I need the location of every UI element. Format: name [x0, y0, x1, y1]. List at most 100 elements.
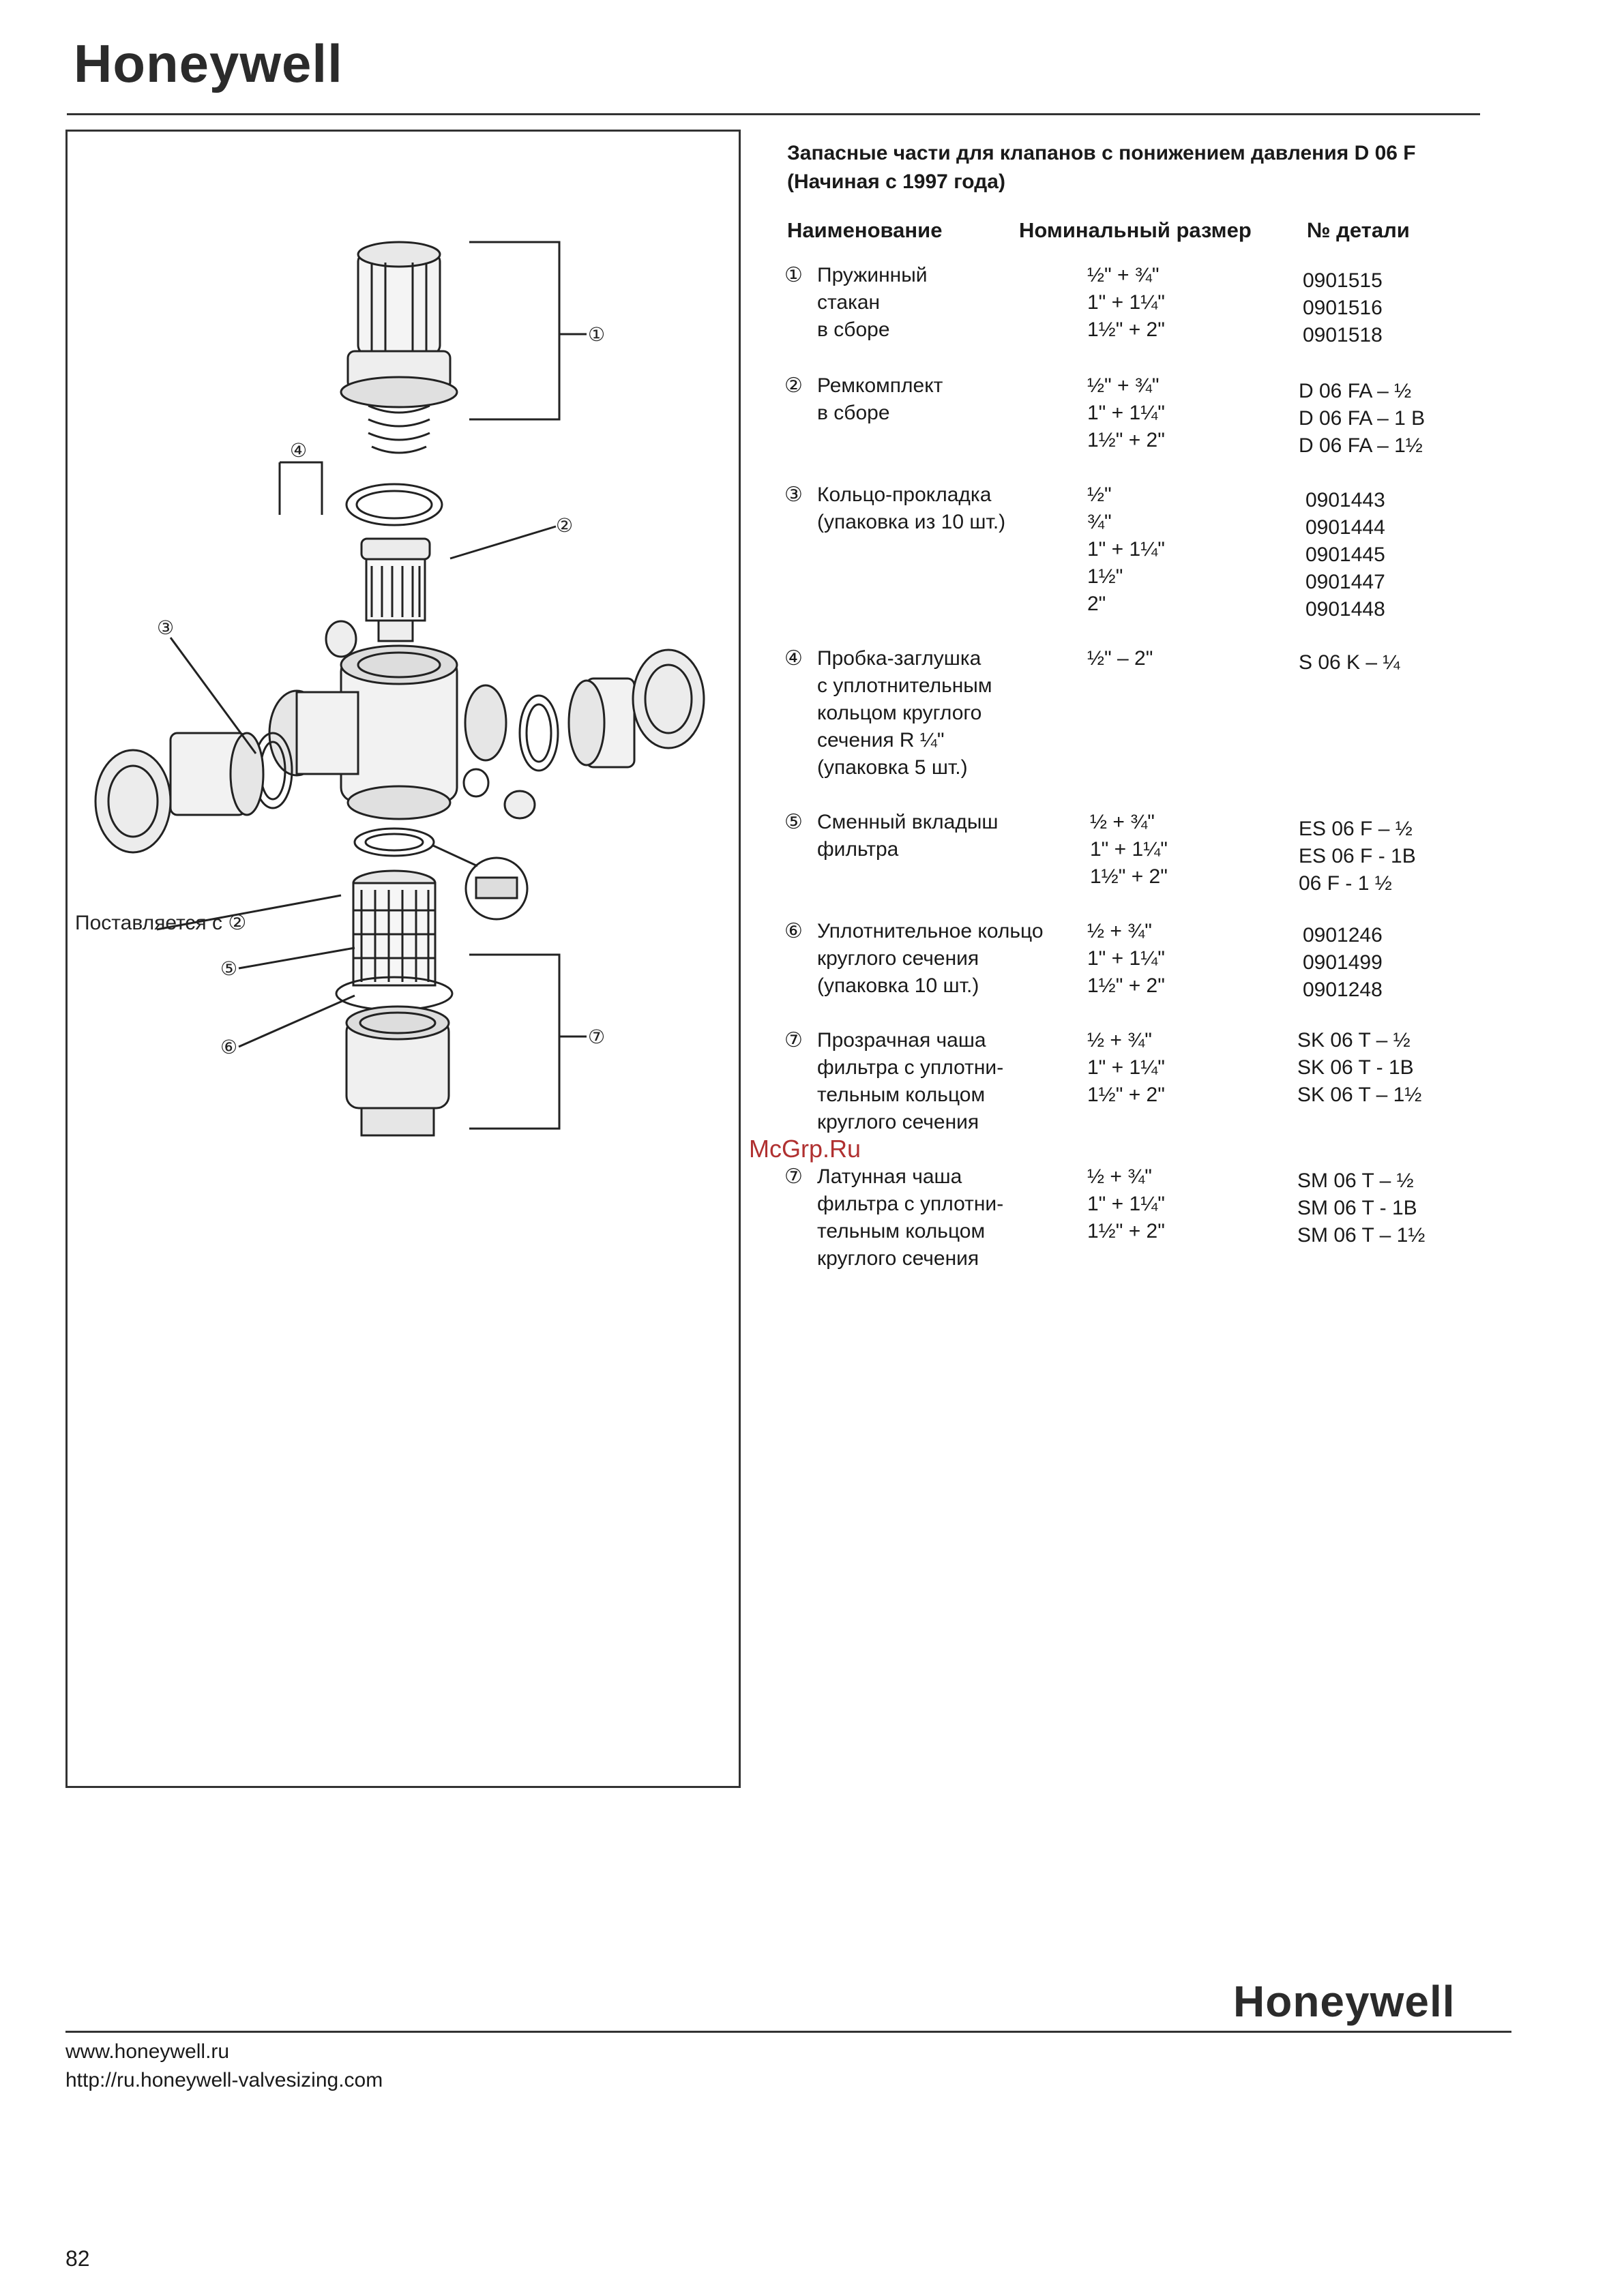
item-size: 1" + 1¼"	[1087, 402, 1165, 424]
item-part-number: 0901447	[1305, 571, 1385, 593]
item-part-number: 0901499	[1303, 951, 1383, 974]
section-title: Запасные части для клапанов с понижением…	[787, 139, 1483, 196]
item-size: ½ + ¾"	[1090, 811, 1155, 833]
item-size: ½" + ¾"	[1087, 264, 1160, 286]
item-part-number: 0901515	[1303, 269, 1383, 292]
section-detail-drawing	[464, 856, 529, 921]
item-name-line: фильтра	[817, 838, 899, 861]
item-part-number: 0901445	[1305, 543, 1385, 566]
item-name-line: Пружинный	[817, 264, 928, 286]
item-name-line: круглого сечения	[817, 1247, 979, 1270]
item-size: 1½" + 2"	[1087, 974, 1165, 997]
item-number: ④	[784, 647, 803, 670]
item-size: 1" + 1¼"	[1087, 538, 1165, 561]
item-size: ½ + ¾"	[1087, 920, 1152, 942]
item-name-line: фильтра с уплотни-	[817, 1056, 1004, 1079]
column-header-size: Номинальный размер	[1019, 218, 1252, 242]
item-name-line: с уплотнительным	[817, 674, 992, 697]
item-part-number: 0901518	[1303, 324, 1383, 346]
item-size: ½"	[1087, 483, 1112, 506]
item-name-line: тельным кольцом	[817, 1084, 986, 1106]
item-name-line: (упаковка 5 шт.)	[817, 756, 968, 779]
supplied-with-label: Поставляется с ②	[75, 912, 246, 934]
title-line-1: Запасные части для клапанов с понижением…	[787, 142, 1416, 164]
valve-body-drawing	[268, 644, 507, 820]
item-name-line: Пробка-заглушка	[817, 647, 981, 670]
item-size: ½ + ¾"	[1087, 1165, 1152, 1188]
item-part-number: 0901443	[1305, 489, 1385, 511]
repair-kit-drawing	[360, 537, 431, 642]
item-size: 1" + 1¼"	[1087, 1193, 1165, 1215]
item-size: ½" + ¾"	[1087, 374, 1160, 397]
spring-cup-drawing	[340, 241, 458, 454]
callout-1: ①	[588, 324, 605, 345]
item-size: 1½" + 2"	[1087, 1220, 1165, 1242]
footer-link-website[interactable]: www.honeywell.ru	[65, 2040, 230, 2063]
item-name-line: Латунная чаша	[817, 1165, 962, 1188]
right-fitting-drawing	[567, 648, 705, 769]
gasket-ring-drawing	[345, 483, 443, 526]
item-size: 1½" + 2"	[1087, 1084, 1165, 1106]
item-size: 1½" + 2"	[1090, 865, 1168, 888]
item-name-line: тельным кольцом	[817, 1220, 986, 1242]
item-name-line: сечения R ¼"	[817, 729, 945, 751]
item-size: 1½"	[1087, 565, 1123, 588]
item-name-line: кольцом круглого	[817, 702, 982, 724]
item-number: ②	[784, 374, 803, 397]
item-part-number: SM 06 T – ½	[1297, 1169, 1414, 1192]
left-fitting-drawing	[94, 732, 265, 854]
item-name-line: круглого сечения	[817, 947, 979, 970]
page-number: 82	[65, 2246, 90, 2271]
column-header-name: Наименование	[787, 218, 943, 242]
item-name-line: Ремкомплект	[817, 374, 943, 397]
item-size: 1" + 1¼"	[1087, 947, 1165, 970]
item-size: 1½" + 2"	[1087, 429, 1165, 451]
item-part-number: SM 06 T – 1½	[1297, 1224, 1426, 1247]
callout-5: ⑤	[220, 958, 237, 979]
honeywell-logo-footer: Honeywell	[1233, 1977, 1456, 2026]
item-size: 1" + 1¼"	[1087, 1056, 1165, 1079]
item-part-number: 0901516	[1303, 297, 1383, 319]
item-part-number: SM 06 T - 1B	[1297, 1197, 1417, 1219]
footer-link-valvesizing[interactable]: http://ru.honeywell-valvesizing.com	[65, 2069, 383, 2091]
item-number: ③	[784, 483, 803, 506]
callout-7: ⑦	[588, 1026, 605, 1047]
filter-bowl-drawing	[345, 1005, 450, 1137]
item-part-number: 06 F - 1 ½	[1299, 872, 1392, 895]
column-header-part: № детали	[1307, 218, 1410, 242]
item-name-line: в сборе	[817, 318, 890, 341]
item-part-number: 0901444	[1305, 516, 1385, 539]
callout-2: ②	[556, 515, 573, 536]
item-size: ¾"	[1087, 511, 1112, 533]
title-line-2: (Начиная с 1997 года)	[787, 170, 1005, 193]
item-part-number: 0901248	[1303, 979, 1383, 1001]
item-size: ½ + ¾"	[1087, 1029, 1152, 1052]
item-part-number: 0901246	[1303, 924, 1383, 946]
item-part-number: D 06 FA – ½	[1299, 380, 1412, 402]
callout-3: ③	[157, 617, 174, 638]
item-size: 1½" + 2"	[1087, 318, 1165, 341]
item-number: ⑤	[784, 811, 803, 833]
item-name-line: (упаковка 10 шт.)	[817, 974, 979, 997]
item-part-number: 0901448	[1305, 598, 1385, 621]
item-part-number: D 06 FA – 1 B	[1299, 407, 1426, 430]
item-size: ½" – 2"	[1087, 647, 1153, 670]
footer-rule	[65, 2031, 1511, 2033]
item-part-number: D 06 FA – 1½	[1299, 434, 1423, 457]
item-number: ①	[784, 264, 803, 286]
item-part-number: SK 06 T – 1½	[1297, 1084, 1422, 1106]
item-name-line: стакан	[817, 291, 881, 314]
item-name-line: Сменный вкладыш	[817, 811, 999, 833]
honeywell-logo: Honeywell	[74, 33, 343, 93]
item-name-line: Прозрачная чаша	[817, 1029, 986, 1052]
item-name-line: Уплотнительное кольцо	[817, 920, 1044, 942]
item-name-line: круглого сечения	[817, 1111, 979, 1133]
item-part-number: S 06 K – ¼	[1299, 651, 1400, 674]
item-size: 1" + 1¼"	[1090, 838, 1168, 861]
header-rule	[67, 113, 1480, 115]
item-name-line: в сборе	[817, 402, 890, 424]
watermark: McGrp.Ru	[749, 1135, 861, 1163]
item-part-number: SK 06 T - 1B	[1297, 1056, 1414, 1079]
callout-6: ⑥	[220, 1037, 237, 1058]
item-number: ⑦	[784, 1029, 803, 1052]
